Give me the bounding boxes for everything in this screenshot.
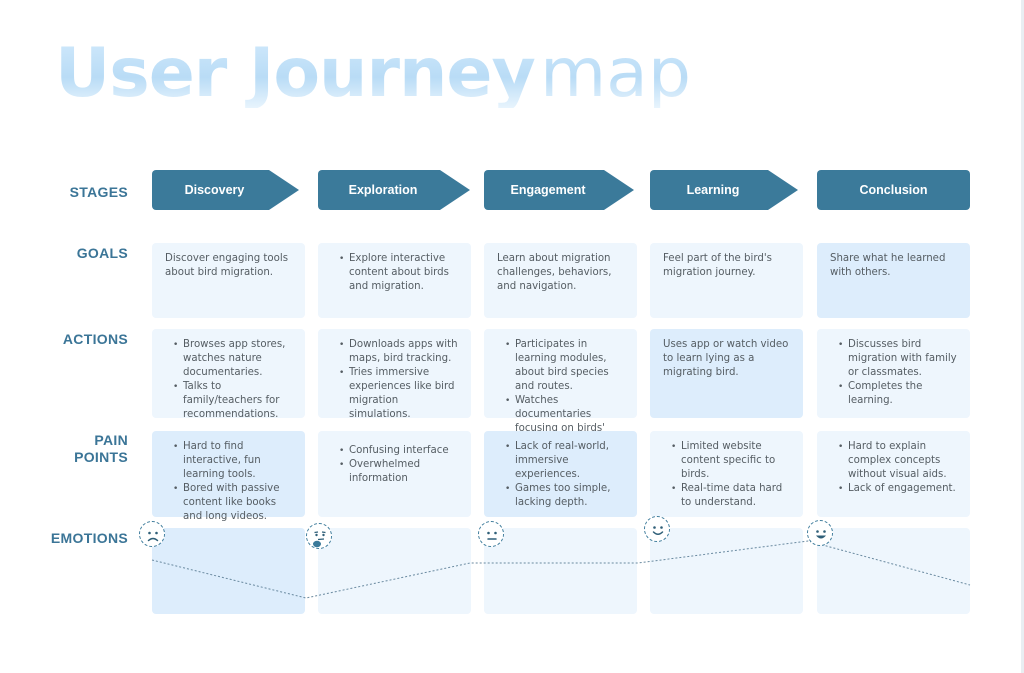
row-label-stages: STAGES bbox=[69, 184, 128, 200]
emotion-cell-conclusion bbox=[817, 528, 970, 614]
action-cell-discovery: Browses app stores, watches nature docum… bbox=[152, 329, 305, 420]
action-bullet: Talks to family/teachers for recommendat… bbox=[173, 380, 295, 422]
goal-cell-conclusion: Share what he learned with others. bbox=[817, 243, 970, 318]
action-bullet: Downloads apps with maps, bird tracking. bbox=[339, 338, 461, 366]
pain-bullet: Overwhelmed information bbox=[339, 458, 461, 486]
pain-bullet: Hard to explain complex concepts without… bbox=[838, 440, 960, 482]
action-text: Uses app or watch video to learn lying a… bbox=[663, 339, 789, 378]
pain-cell-discovery: Hard to find interactive, fun learning t… bbox=[152, 431, 305, 522]
pain-bullet: Hard to find interactive, fun learning t… bbox=[173, 440, 295, 482]
goal-text: Discover engaging tools about bird migra… bbox=[165, 253, 289, 278]
pain-cell-conclusion: Hard to explain complex concepts without… bbox=[817, 431, 970, 517]
page-title: User Journey map bbox=[55, 40, 691, 108]
stage-conclusion: Conclusion bbox=[817, 170, 970, 210]
emotion-cell-engagement bbox=[484, 528, 637, 614]
pain-bullet: Limited website content specific to bird… bbox=[671, 440, 793, 482]
pain-bullet: Games too simple, lacking depth. bbox=[505, 482, 627, 510]
title-light: map bbox=[539, 34, 692, 113]
goal-text: Share what he learned with others. bbox=[830, 253, 946, 278]
goal-bullet: Explore interactive content about birds … bbox=[339, 252, 461, 294]
action-bullet: Discusses bird migration with family or … bbox=[838, 338, 960, 380]
action-cell-exploration: Downloads apps with maps, bird tracking.… bbox=[318, 329, 471, 420]
stage-learning: Learning bbox=[650, 170, 798, 210]
action-cell-learning: Uses app or watch video to learn lying a… bbox=[650, 329, 803, 418]
title-bold: User Journey bbox=[55, 34, 535, 113]
row-label-actions: ACTIONS bbox=[62, 331, 128, 347]
goal-cell-discovery: Discover engaging tools about bird migra… bbox=[152, 243, 305, 318]
action-bullet: Participates in learning modules, about … bbox=[505, 338, 627, 394]
right-edge-bar bbox=[1021, 0, 1024, 673]
pain-bullet: Bored with passive content like books an… bbox=[173, 482, 295, 524]
row-label-goals: GOALS bbox=[76, 245, 128, 261]
neutral-face-icon bbox=[478, 521, 504, 547]
stage-engagement: Engagement bbox=[484, 170, 634, 210]
smile-face-icon bbox=[644, 516, 670, 542]
stage-discovery: Discovery bbox=[152, 170, 299, 210]
pain-bullet: Confusing interface bbox=[339, 444, 461, 458]
sad-face-icon bbox=[139, 521, 165, 547]
row-label-pain-points: PAIN POINTS bbox=[74, 432, 128, 465]
goal-cell-exploration: Explore interactive content about birds … bbox=[318, 243, 471, 318]
goal-cell-learning: Feel part of the bird's migration journe… bbox=[650, 243, 803, 318]
action-bullet: Browses app stores, watches nature docum… bbox=[173, 338, 295, 380]
pain-cell-learning: Limited website content specific to bird… bbox=[650, 431, 803, 517]
row-label-emotions: EMOTIONS bbox=[50, 530, 128, 546]
thinking-face-icon bbox=[306, 523, 332, 549]
happy-face-icon bbox=[807, 520, 833, 546]
action-bullet: Completes the learning. bbox=[838, 380, 960, 408]
goal-text: Learn about migration challenges, behavi… bbox=[497, 253, 612, 292]
stage-exploration: Exploration bbox=[318, 170, 470, 210]
action-cell-conclusion: Discusses bird migration with family or … bbox=[817, 329, 970, 418]
pain-cell-exploration: Confusing interface Overwhelmed informat… bbox=[318, 431, 471, 517]
pain-bullet: Lack of real-world, immersive experience… bbox=[505, 440, 627, 482]
action-bullet: Tries immersive experiences like bird mi… bbox=[339, 366, 461, 422]
emotion-cell-discovery bbox=[152, 528, 305, 614]
pain-bullet: Lack of engagement. bbox=[838, 482, 960, 496]
goal-text: Feel part of the bird's migration journe… bbox=[663, 253, 772, 278]
pain-bullet: Real-time data hard to understand. bbox=[671, 482, 793, 510]
goal-cell-engagement: Learn about migration challenges, behavi… bbox=[484, 243, 637, 318]
pain-cell-engagement: Lack of real-world, immersive experience… bbox=[484, 431, 637, 517]
action-cell-engagement: Participates in learning modules, about … bbox=[484, 329, 637, 448]
emotion-cell-exploration bbox=[318, 528, 471, 614]
emotion-cell-learning bbox=[650, 528, 803, 614]
